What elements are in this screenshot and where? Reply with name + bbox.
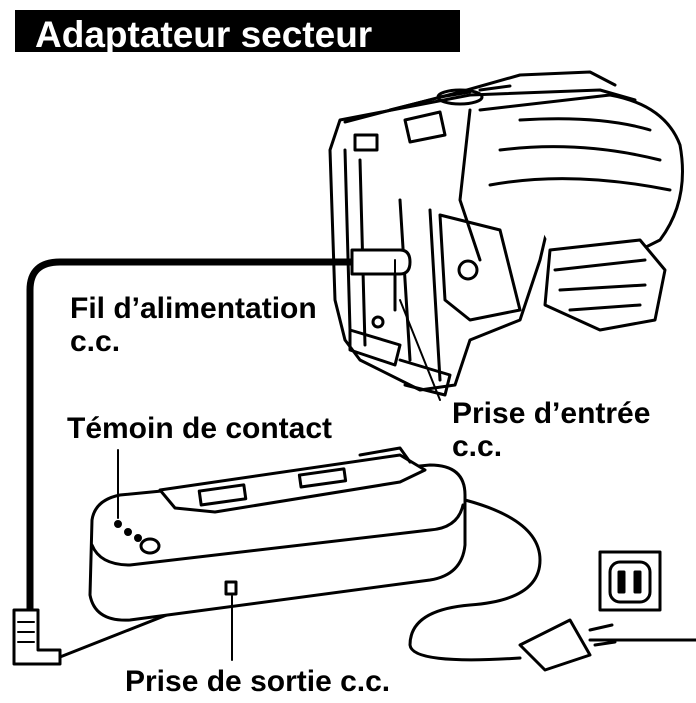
leader-lines (117, 259, 441, 661)
label-dc-cord-line2: c.c. (70, 325, 121, 358)
label-dc-in-line1: Prise d’entrée (452, 397, 651, 430)
label-dc-in-line2: c.c. (452, 430, 503, 463)
label-dc-cord-line1: Fil d’alimentation (70, 292, 317, 325)
page-title: Adaptateur secteur (35, 14, 373, 55)
ac-cord (408, 498, 696, 672)
label-dc-in: Prise d’entrée c.c. (452, 397, 650, 463)
label-dc-out: Prise de sortie c.c. (125, 665, 391, 698)
title-banner: Adaptateur secteur (15, 10, 460, 55)
wall-outlet-drawing (598, 550, 662, 612)
camcorder-drawing (328, 70, 684, 397)
label-dc-cord: Fil d’alimentation c.c. (70, 292, 317, 358)
label-power-lamp: Témoin de contact (67, 412, 333, 445)
ac-adapter-drawing (88, 446, 467, 622)
dc-cord (12, 248, 412, 666)
